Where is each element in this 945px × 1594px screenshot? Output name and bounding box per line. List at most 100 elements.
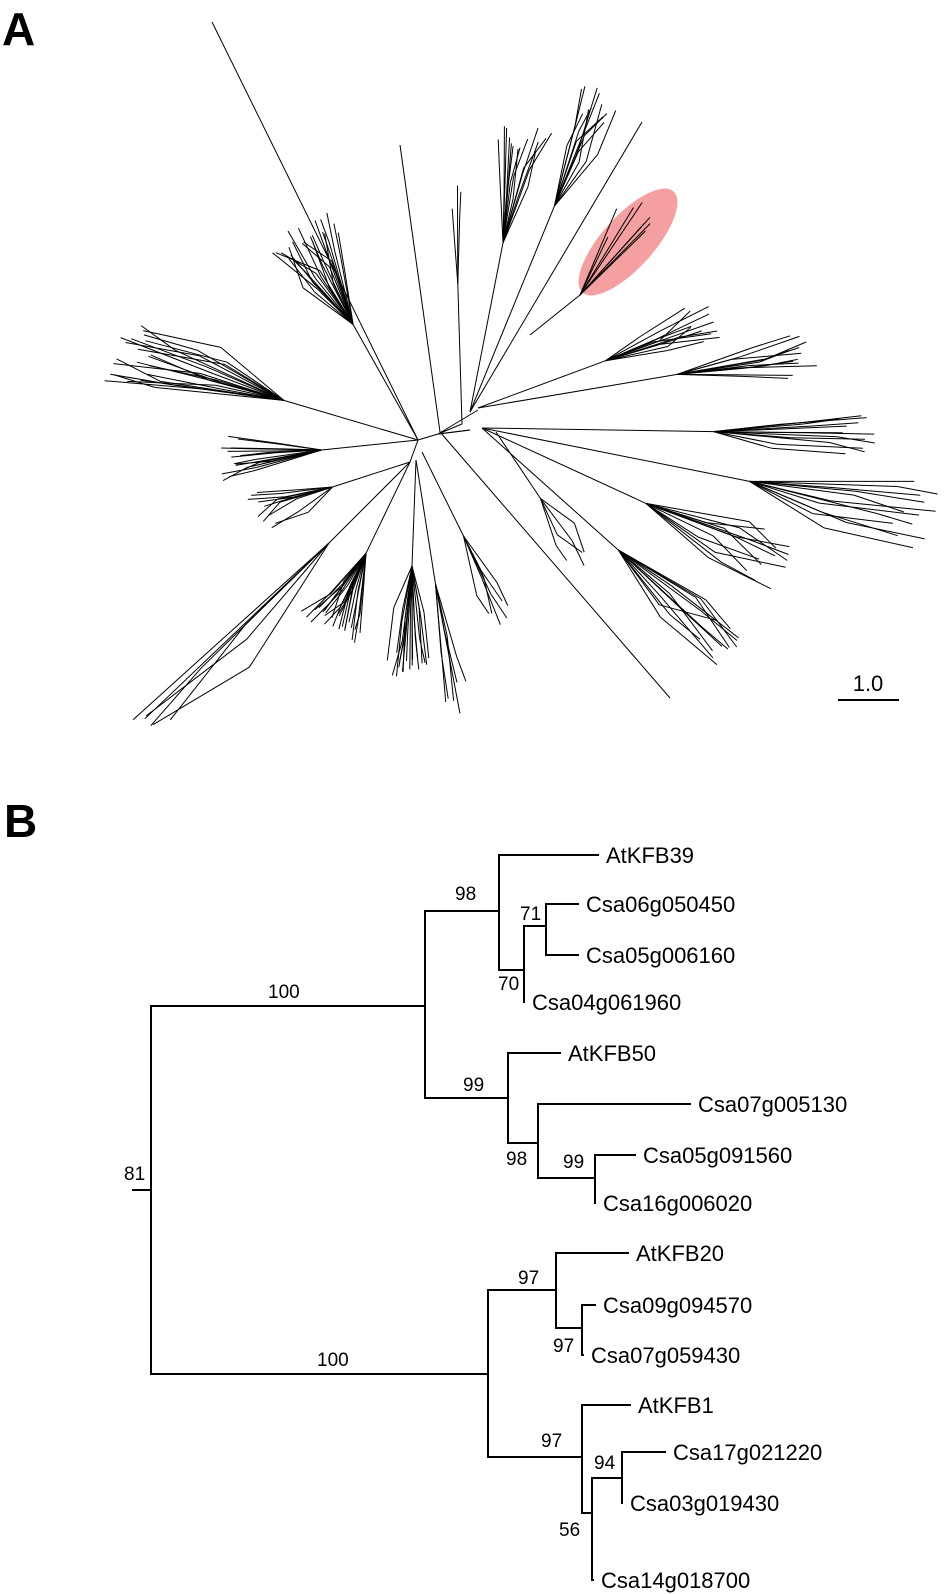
tree-branch	[271, 449, 322, 462]
tree-branch	[605, 335, 642, 362]
tree-branch	[605, 350, 668, 362]
tree-branch	[749, 480, 813, 515]
tree-branch	[463, 535, 485, 578]
tree-branch	[307, 486, 333, 513]
tree-branch	[749, 480, 820, 504]
bootstrap-value: 81	[124, 1164, 145, 1185]
radial-tree-branches	[104, 21, 938, 727]
tree-branch	[502, 186, 529, 244]
tree-branch	[713, 431, 830, 443]
tree-branch	[528, 132, 553, 171]
tree-branch	[421, 451, 464, 537]
tree-branch	[324, 601, 345, 617]
tree-branch	[749, 480, 877, 514]
tree-branch	[490, 593, 508, 619]
tree-branch	[443, 630, 458, 683]
tree-branch	[406, 630, 409, 662]
highlighted-branch	[579, 207, 634, 296]
tree-branch	[748, 539, 789, 555]
tree-branch	[708, 557, 772, 590]
tree-branch	[790, 437, 866, 440]
tree-branch	[152, 666, 250, 726]
tree-branch	[804, 415, 862, 423]
tree-branch	[280, 443, 322, 451]
tree-branch	[645, 502, 750, 523]
tree-branch	[311, 240, 330, 289]
tree-branch	[822, 511, 898, 537]
tree-branch	[145, 340, 228, 363]
tree-branch	[701, 611, 738, 641]
tree-branch	[287, 230, 316, 279]
taxon-label: Csa14g018700	[601, 1568, 750, 1593]
tree-branch	[344, 589, 354, 629]
tree-branch	[435, 583, 443, 664]
tree-branch	[771, 447, 846, 455]
tree-branch	[350, 590, 360, 628]
tree-branch	[391, 641, 403, 676]
tree-branch	[876, 513, 913, 525]
tree-branch	[477, 373, 678, 409]
tree-branch	[208, 542, 330, 652]
tree-branch	[160, 380, 284, 401]
tree-branch	[314, 584, 344, 611]
tree-branch	[749, 480, 898, 487]
unrooted-tree-panel: 1.0	[104, 21, 938, 727]
tree-branch	[502, 169, 530, 243]
tree-branch	[140, 325, 176, 351]
tree-branch	[506, 137, 511, 195]
tree-branch	[257, 498, 278, 517]
tree-branch	[681, 609, 723, 647]
taxon-label: Csa17g021220	[673, 1440, 822, 1465]
tree-branch	[145, 638, 248, 717]
tree-branch	[315, 278, 354, 325]
tree-branch	[554, 135, 585, 207]
tree-branch	[605, 341, 653, 362]
tree-branch	[749, 480, 823, 513]
bootstrap-value: 100	[317, 1350, 349, 1371]
tree-branch	[618, 549, 661, 597]
tree-branch	[415, 459, 436, 585]
tree-branch	[742, 375, 789, 379]
tree-branch	[812, 513, 893, 524]
tree-branch	[221, 447, 258, 450]
tree-branch	[645, 502, 725, 529]
tree-branch	[234, 458, 256, 465]
tree-branch	[469, 242, 504, 413]
tree-branch	[354, 621, 359, 643]
tree-branch	[237, 438, 277, 445]
tree-branch	[328, 461, 411, 544]
tree-branch	[749, 480, 854, 496]
tree-branch	[806, 432, 875, 435]
tree-branch	[333, 223, 341, 255]
tree-branch	[413, 619, 419, 659]
tree-branch	[459, 192, 462, 218]
tree-branch	[301, 243, 330, 268]
tree-branch	[748, 362, 799, 367]
tree-branch	[659, 595, 714, 659]
tree-branch	[330, 552, 367, 594]
tree-branch	[332, 607, 341, 627]
taxon-label: AtKFB39	[606, 843, 694, 868]
taxon-label: AtKFB20	[636, 1241, 724, 1266]
tree-branch	[667, 341, 704, 351]
tree-branch	[329, 287, 354, 325]
tree-branch	[576, 116, 604, 142]
tree-branch	[272, 252, 318, 290]
tree-branch	[342, 553, 367, 586]
taxon-label: Csa16g006020	[603, 1191, 752, 1216]
tree-branch	[257, 448, 322, 451]
tree-branch	[655, 313, 710, 340]
tree-branch	[618, 549, 671, 595]
tree-branch	[398, 624, 407, 668]
tree-branch	[645, 502, 699, 538]
tree-branch	[456, 656, 467, 682]
tree-branch	[337, 232, 346, 275]
tree-branch	[669, 614, 701, 640]
tree-branch	[228, 469, 256, 478]
tree-branch	[723, 528, 762, 566]
tree-branch	[645, 502, 740, 529]
tree-branch	[226, 361, 285, 401]
tree-branch	[328, 241, 354, 325]
tree-branch	[698, 536, 760, 560]
tree-branch	[571, 540, 585, 566]
